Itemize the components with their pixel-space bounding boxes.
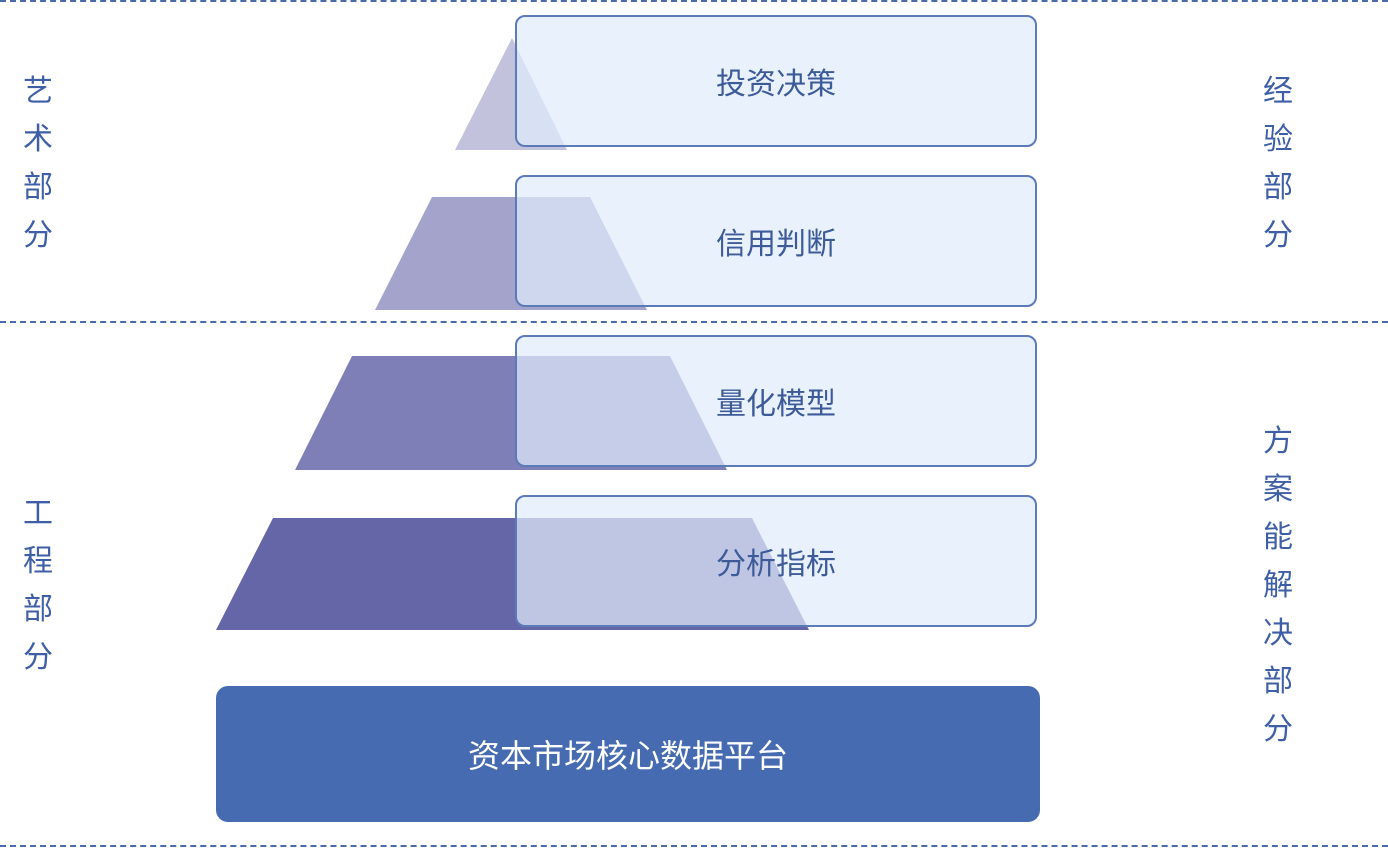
bottom-divider [0,845,1388,847]
level-quant-model-label: 量化模型 [716,387,836,422]
label-experience-part: 经验部分 [1263,74,1293,253]
label-solvable-part: 方案能解决部分 [1263,424,1293,747]
level-investment-decision: 投资决策 [515,15,1037,147]
label-art-part: 艺术部分 [23,74,53,253]
level-credit-judgment: 信用判断 [515,175,1037,307]
core-data-platform: 资本市场核心数据平台 [216,686,1040,822]
level-analysis-indicators-label: 分析指标 [716,547,836,582]
level-quant-model: 量化模型 [515,335,1037,467]
top-divider [0,0,1388,2]
level-investment-decision-label: 投资决策 [716,67,836,102]
label-engineering-part: 工程部分 [23,496,53,675]
level-analysis-indicators: 分析指标 [515,495,1037,627]
middle-divider [0,321,1388,323]
level-credit-judgment-label: 信用判断 [716,227,836,262]
core-data-platform-label: 资本市场核心数据平台 [467,737,788,775]
